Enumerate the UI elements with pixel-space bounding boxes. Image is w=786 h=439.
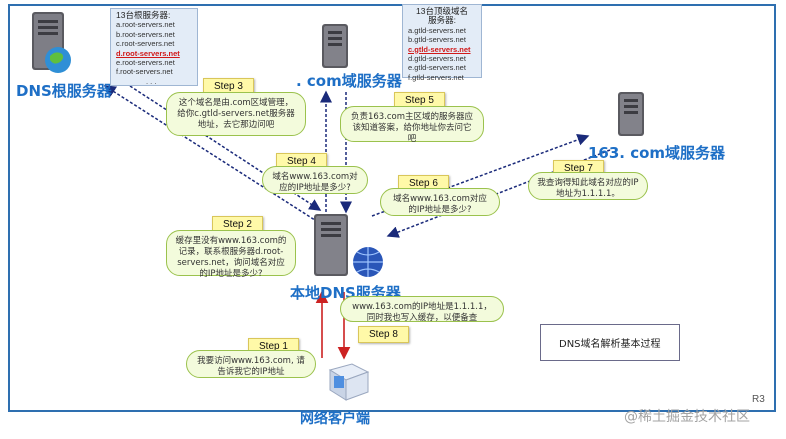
bubble-step-8: www.163.com的IP地址是1.1.1.1，同时我也写入缓存，以便备查: [340, 296, 504, 323]
client-label: 网络客户端: [300, 411, 370, 427]
com-list-item: b.gtld-servers.net: [408, 35, 466, 45]
step-8-tag: Step 8: [358, 326, 409, 343]
root-list-item: b.root-servers.net: [116, 29, 175, 39]
arrow-local-to-root: [103, 85, 319, 223]
root-list-item: a.root-servers.net: [116, 20, 175, 30]
root-list-ellipsis: . . .: [146, 76, 157, 86]
bubble-step-3: 这个域名是由.com区域管理，给你c.gtld-servers.net服务器地址…: [166, 92, 306, 136]
local-server-icon: [314, 214, 383, 277]
root-list-item-highlight: d.root-servers.net: [116, 48, 180, 58]
root-server-label: DNS根服务器: [16, 82, 112, 100]
bubble-step-2: 缓存里没有www.163.com的记录，联系根服务器d.root-servers…: [166, 230, 296, 279]
bubble-step-4: 域名www.163.com对应的IP地址是多少?: [262, 166, 368, 194]
root-server-list: 13台根服务器: a.root-servers.net b.root-serve…: [110, 8, 198, 86]
bubble-step-1: 我要访问www.163.com, 请告诉我它的IP地址: [186, 350, 316, 378]
com-server-list: 13台顶级域名 服务器: a.gtld-servers.net b.gtld-s…: [402, 4, 482, 82]
arrow-root-to-local: [129, 85, 322, 211]
com-list-item: f.gtld-servers.net: [408, 72, 464, 82]
corner-mark: R3: [752, 394, 765, 405]
diagram-caption: DNS域名解析基本过程: [540, 324, 680, 361]
com-list-subtitle: 服务器:: [428, 15, 456, 26]
watermark: @稀土掘金技术社区: [624, 409, 750, 425]
bubble-step-5: 负责163.com主区域的服务器应该知道答案，给你地址你去问它吧: [340, 106, 484, 144]
com-list-item: e.gtld-servers.net: [408, 63, 466, 73]
bubble-step-7: 我查询得知此域名对应的IP地址为1.1.1.1。: [528, 172, 648, 200]
arrow-local-to-163: [371, 134, 590, 217]
com-list-item-highlight: c.gtld-servers.net: [408, 44, 471, 54]
bubble-step-6: 域名www.163.com对应的IP地址是多少?: [380, 188, 500, 216]
domain-163-server-icon: [618, 92, 644, 136]
com-list-title: 13台顶级域名: [416, 6, 468, 16]
client-computer-icon: [328, 363, 370, 401]
root-list-item: e.root-servers.net: [116, 58, 175, 68]
com-server-label: . com域服务器: [296, 72, 402, 90]
root-list-item: c.root-servers.net: [116, 39, 175, 49]
root-list-item: f.root-servers.net: [116, 67, 173, 77]
root-server-icon: [32, 12, 71, 73]
root-list-title: 13台根服务器:: [116, 10, 171, 20]
com-list-item: a.gtld-servers.net: [408, 25, 466, 35]
com-server-icon: [322, 24, 348, 68]
com-list-item: d.gtld-servers.net: [408, 54, 466, 64]
domain-163-server-label: 163. com域服务器: [588, 144, 726, 162]
